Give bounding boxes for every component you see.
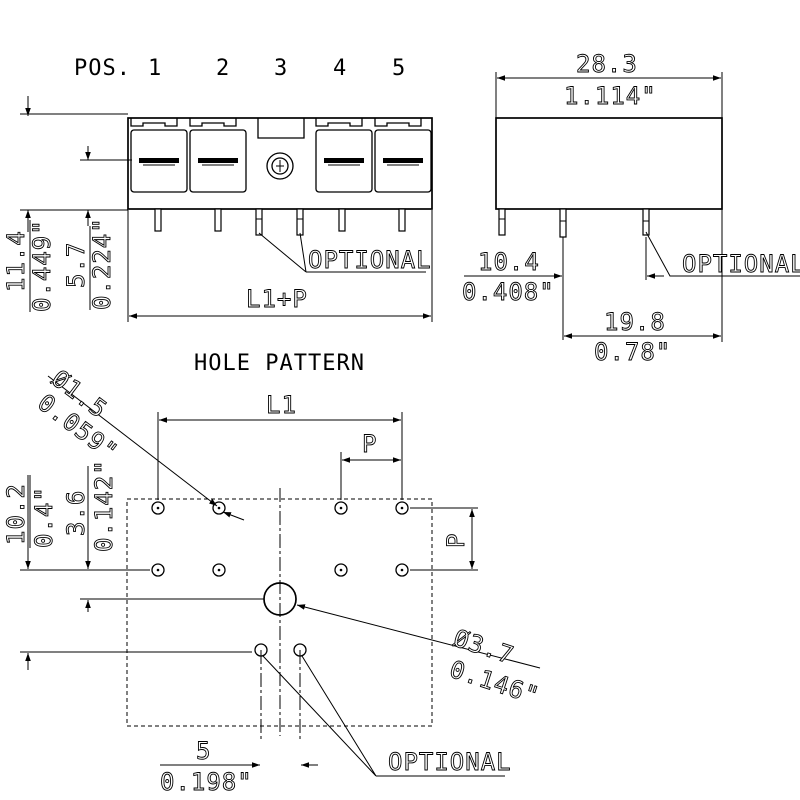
front-housing-outline: [127, 117, 433, 210]
side-offset-in: 0.408": [462, 278, 555, 306]
side-view: 28.3 1.114" 10.4 0.408" OPTIONAL 19.8 0.…: [462, 50, 800, 366]
hole-pattern-title: HOLE PATTERN: [194, 351, 365, 376]
front-view: POS. 1 2 3 4 5: [2, 56, 433, 322]
front-optional-leaders: [258, 232, 426, 273]
side-width-mm: 28.3: [576, 50, 638, 78]
front-pin-height-in: 0.224": [88, 217, 116, 310]
front-pins: [154, 208, 406, 236]
holes-row-2: [151, 563, 409, 577]
front-length-label: L1+P: [246, 285, 308, 313]
hole-optional-label: OPTIONAL: [388, 748, 512, 776]
side-depth-mm: 19.8: [604, 308, 666, 336]
front-wire-entry-2: [189, 129, 247, 193]
row-spacing-in: 0.4": [30, 486, 58, 548]
peg-offset-in: 0.142": [90, 459, 118, 552]
front-screw-slots: [139, 158, 423, 166]
side-width-in: 1.114": [564, 82, 657, 110]
front-center-peg: [266, 152, 294, 180]
optional-spacing-mm: 5: [196, 737, 211, 765]
pitch-v-label: P: [442, 533, 470, 548]
row-spacing-mm: 10.2: [2, 483, 30, 545]
pitch-total-label: L1: [266, 391, 297, 419]
pos-4-label: 4: [333, 56, 347, 81]
front-height-in: 0.449": [28, 219, 56, 312]
hole-optional-leaders: [262, 655, 505, 777]
holes-row-1: [151, 501, 409, 515]
optional-holes: [254, 643, 307, 657]
pos-3-label: 3: [274, 56, 288, 81]
front-wire-entry-4: [315, 129, 373, 193]
pos-1-label: 1: [148, 56, 162, 81]
side-depth-in: 0.78": [594, 338, 671, 366]
optional-spacing-in: 0.198": [160, 768, 253, 796]
front-wire-entry-5: [374, 129, 432, 193]
hole-dia-leader: [47, 375, 218, 507]
side-optional-label: OPTIONAL: [682, 250, 800, 278]
pos-label: POS.: [74, 56, 131, 81]
side-optional-leader: [645, 231, 800, 277]
side-housing-outline: [495, 117, 723, 210]
front-height-extensions: [20, 113, 132, 211]
peg-offset-mm: 3.6: [62, 490, 90, 536]
hole-pattern: HOLE PATTERN Ø1.5 0: [2, 351, 544, 796]
pitch-h-label: P: [362, 430, 377, 458]
pos-2-label: 2: [216, 56, 230, 81]
front-optional-label: OPTIONAL: [308, 246, 432, 274]
side-pins: [498, 208, 650, 238]
pos-5-label: 5: [392, 56, 406, 81]
side-offset-mm: 10.4: [478, 248, 540, 276]
front-wire-entry-1: [130, 129, 188, 193]
front-height-mm: 11.4: [2, 230, 30, 292]
front-pin-height-mm: 5.7: [62, 242, 90, 288]
peg-dia-leader: [296, 604, 541, 669]
front-top-latches: [130, 118, 422, 139]
